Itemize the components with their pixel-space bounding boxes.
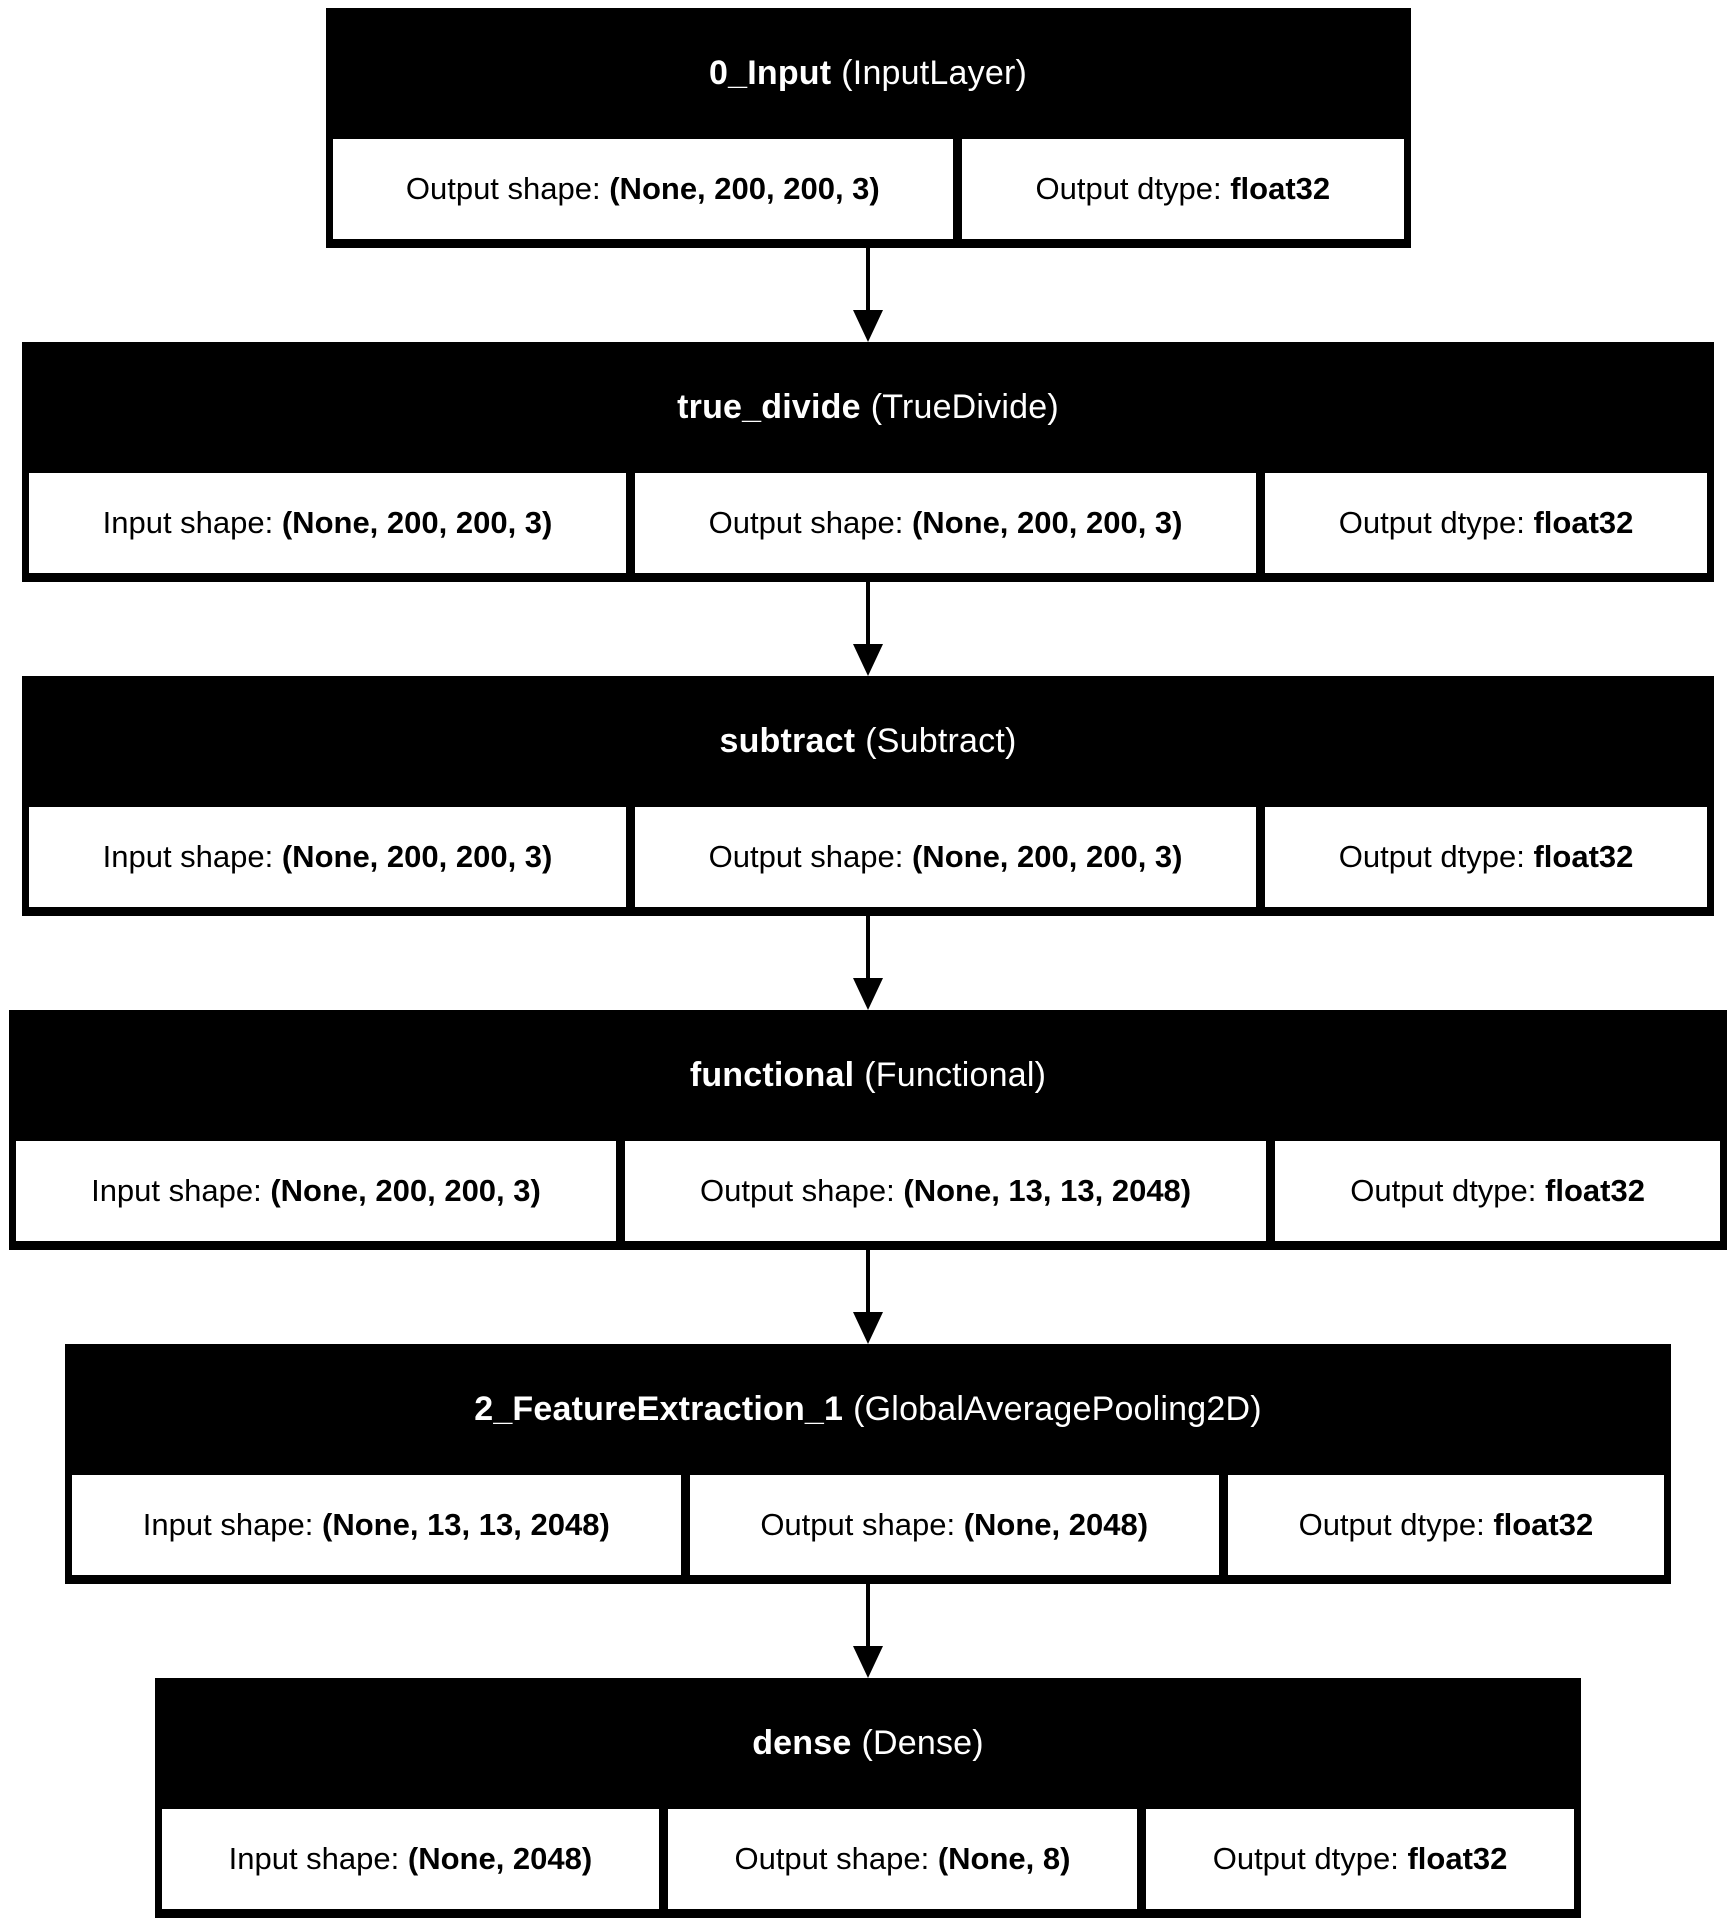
layer-title: true_divide (TrueDivide)	[22, 342, 1714, 473]
shape-cell-value: (None, 200, 200, 3)	[281, 505, 553, 540]
layer-name: 0_Input	[708, 54, 832, 92]
layer-type: (Dense)	[861, 1724, 984, 1762]
layer-node: 2_FeatureExtraction_1 (GlobalAveragePool…	[65, 1344, 1671, 1584]
arrow-line	[866, 1584, 870, 1646]
shape-cell-label: Output dtype:	[1338, 839, 1534, 874]
shape-cell-value: (None, 200, 200, 3)	[911, 505, 1183, 540]
shape-cell-label: Output shape:	[760, 1507, 964, 1542]
layer-node: dense (Dense) Input shape: (None, 2048) …	[155, 1678, 1581, 1918]
shape-cell: Output dtype: float32	[1265, 473, 1708, 573]
layer-shape-cells: Output shape: (None, 200, 200, 3) Output…	[326, 139, 1411, 248]
arrow-line	[866, 1250, 870, 1312]
shape-cell-label: Output dtype:	[1035, 171, 1231, 206]
shape-cell-value: float32	[1533, 505, 1634, 540]
layer-name: dense	[752, 1724, 852, 1762]
shape-cell: Output shape: (None, 200, 200, 3)	[332, 139, 954, 239]
shape-cell: Output shape: (None, 200, 200, 3)	[635, 473, 1257, 573]
shape-cell: Input shape: (None, 2048)	[162, 1809, 659, 1909]
layer-node: true_divide (TrueDivide) Input shape: (N…	[22, 342, 1714, 582]
layer-type: (GlobalAveragePooling2D)	[853, 1390, 1262, 1428]
shape-cell: Output shape: (None, 13, 13, 2048)	[624, 1141, 1267, 1241]
connector-arrow	[851, 248, 885, 342]
layer-name: 2_FeatureExtraction_1	[474, 1390, 844, 1428]
shape-cell-label: Output dtype:	[1338, 505, 1534, 540]
arrow-down-icon	[853, 1646, 883, 1678]
layer-shape-cells: Input shape: (None, 13, 13, 2048) Output…	[65, 1475, 1671, 1584]
layer-type: (TrueDivide)	[870, 388, 1059, 426]
shape-cell-label: Input shape:	[102, 505, 282, 540]
shape-cell-value: (None, 200, 200, 3)	[281, 839, 553, 874]
shape-cell-value: (None, 200, 200, 3)	[609, 171, 880, 206]
shape-cell: Output dtype: float32	[1146, 1809, 1574, 1909]
shape-cell-label: Input shape:	[91, 1173, 271, 1208]
shape-cell-value: float32	[1407, 1841, 1508, 1876]
shape-cell: Output shape: (None, 8)	[667, 1809, 1138, 1909]
layer-title: functional (Functional)	[9, 1010, 1727, 1141]
shape-cell: Input shape: (None, 13, 13, 2048)	[72, 1475, 681, 1575]
shape-cell: Output dtype: float32	[1275, 1141, 1721, 1241]
layer-shape-cells: Input shape: (None, 200, 200, 3) Output …	[9, 1141, 1727, 1250]
connector-arrow	[851, 1250, 885, 1344]
shape-cell-label: Input shape:	[228, 1841, 408, 1876]
layer-type: (Subtract)	[865, 722, 1017, 760]
shape-cell-value: (None, 8)	[937, 1841, 1071, 1876]
shape-cell-label: Output shape:	[734, 1841, 938, 1876]
arrow-down-icon	[853, 978, 883, 1010]
shape-cell-label: Output shape:	[700, 1173, 904, 1208]
shape-cell-value: (None, 13, 13, 2048)	[903, 1173, 1192, 1208]
shape-cell-value: (None, 200, 200, 3)	[911, 839, 1183, 874]
arrow-down-icon	[853, 1312, 883, 1344]
arrow-line	[866, 916, 870, 978]
shape-cell-label: Output shape:	[708, 839, 912, 874]
shape-cell: Input shape: (None, 200, 200, 3)	[16, 1141, 616, 1241]
layer-name: subtract	[719, 722, 856, 760]
shape-cell-label: Output dtype:	[1212, 1841, 1408, 1876]
shape-cell: Output dtype: float32	[962, 139, 1404, 239]
shape-cell-value: (None, 2048)	[407, 1841, 593, 1876]
layer-name: true_divide	[677, 388, 861, 426]
connector-arrow	[851, 582, 885, 676]
arrow-down-icon	[853, 310, 883, 342]
shape-cell: Input shape: (None, 200, 200, 3)	[29, 807, 626, 907]
layer-shape-cells: Input shape: (None, 2048) Output shape: …	[155, 1809, 1581, 1918]
arrow-line	[866, 582, 870, 644]
layer-shape-cells: Input shape: (None, 200, 200, 3) Output …	[22, 807, 1714, 916]
shape-cell-value: float32	[1493, 1507, 1594, 1542]
shape-cell-value: (None, 2048)	[963, 1507, 1149, 1542]
layer-title: subtract (Subtract)	[22, 676, 1714, 807]
shape-cell-label: Output shape:	[708, 505, 912, 540]
shape-cell: Output shape: (None, 200, 200, 3)	[635, 807, 1257, 907]
arrow-down-icon	[853, 644, 883, 676]
shape-cell: Input shape: (None, 200, 200, 3)	[29, 473, 626, 573]
shape-cell-label: Output shape:	[405, 171, 610, 206]
shape-cell-label: Output dtype:	[1350, 1173, 1546, 1208]
shape-cell-value: float32	[1545, 1173, 1645, 1208]
layer-type: (Functional)	[864, 1056, 1047, 1094]
arrow-line	[866, 248, 870, 310]
layer-shape-cells: Input shape: (None, 200, 200, 3) Output …	[22, 473, 1714, 582]
layer-node: 0_Input (InputLayer) Output shape: (None…	[325, 8, 1411, 248]
connector-arrow	[851, 916, 885, 1010]
shape-cell-label: Output dtype:	[1298, 1507, 1494, 1542]
layer-node: subtract (Subtract) Input shape: (None, …	[22, 676, 1714, 916]
layer-title: dense (Dense)	[155, 1678, 1581, 1809]
shape-cell-value: float32	[1533, 839, 1634, 874]
shape-cell-label: Input shape:	[142, 1507, 323, 1542]
shape-cell-value: (None, 200, 200, 3)	[270, 1173, 541, 1208]
connector-arrow	[851, 1584, 885, 1678]
shape-cell-value: (None, 13, 13, 2048)	[322, 1507, 610, 1542]
layer-title: 2_FeatureExtraction_1 (GlobalAveragePool…	[65, 1344, 1671, 1475]
shape-cell: Output dtype: float32	[1265, 807, 1708, 907]
layer-name: functional	[689, 1056, 855, 1094]
shape-cell: Output dtype: float32	[1227, 1475, 1665, 1575]
shape-cell: Output shape: (None, 2048)	[689, 1475, 1219, 1575]
shape-cell-value: float32	[1230, 171, 1331, 206]
shape-cell-label: Input shape:	[102, 839, 282, 874]
layer-type: (InputLayer)	[841, 54, 1027, 92]
layer-title: 0_Input (InputLayer)	[326, 8, 1411, 139]
layer-node: functional (Functional) Input shape: (No…	[9, 1010, 1727, 1250]
